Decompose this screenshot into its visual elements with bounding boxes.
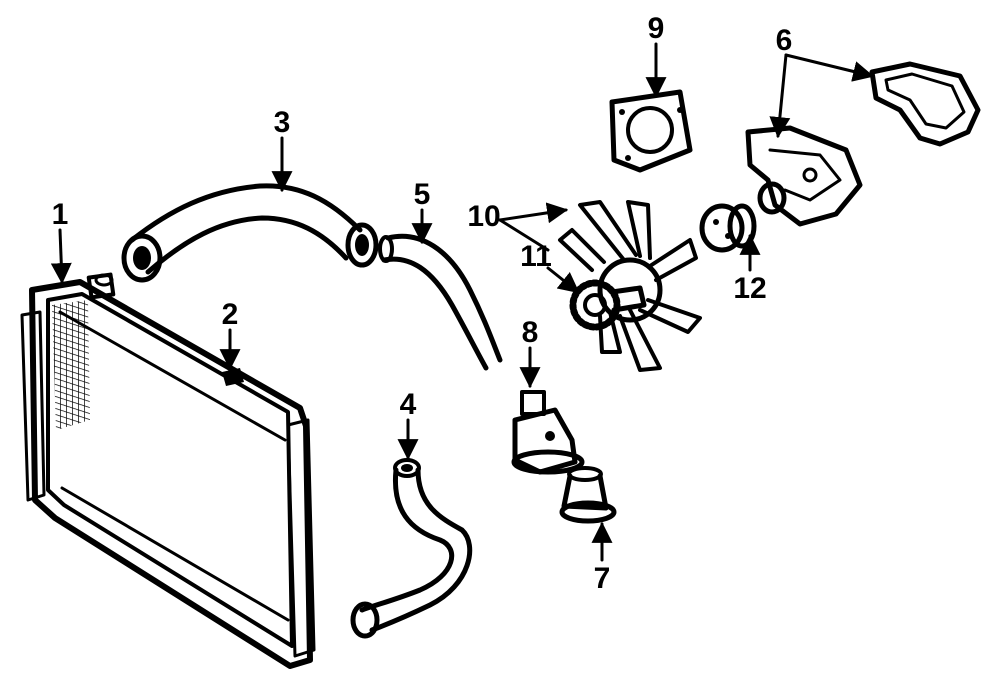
callout-6: 6: [776, 24, 793, 57]
bypass-hose: [378, 233, 503, 371]
callout-11: 11: [520, 240, 552, 273]
water-pump-gasket: [869, 61, 981, 147]
callout-labels: 1 2 3 4 5 6 7 8 9 10 11 12: [52, 12, 793, 595]
callout-4: 4: [400, 388, 417, 421]
callout-7: 7: [594, 562, 611, 595]
callout-9: 9: [648, 12, 665, 45]
thermostat-housing: [511, 390, 585, 475]
callout-1: 1: [52, 198, 69, 231]
gasket: [609, 89, 693, 173]
radiator: [20, 272, 316, 669]
callout-3: 3: [274, 106, 291, 139]
fan-blade: [558, 200, 702, 372]
callout-12: 12: [733, 272, 766, 305]
leader-lines: [50, 42, 875, 562]
thermostat: [559, 466, 617, 524]
lower-radiator-hose: [350, 458, 473, 639]
pulley: [699, 203, 757, 253]
callout-5: 5: [414, 178, 431, 211]
water-pump: [745, 125, 863, 227]
radiator-cap: [222, 368, 244, 386]
callout-2: 2: [222, 298, 239, 331]
upper-radiator-hose: [121, 183, 379, 283]
callout-10: 10: [467, 200, 500, 233]
callout-8: 8: [522, 316, 539, 349]
fan-clutch: [569, 279, 647, 331]
